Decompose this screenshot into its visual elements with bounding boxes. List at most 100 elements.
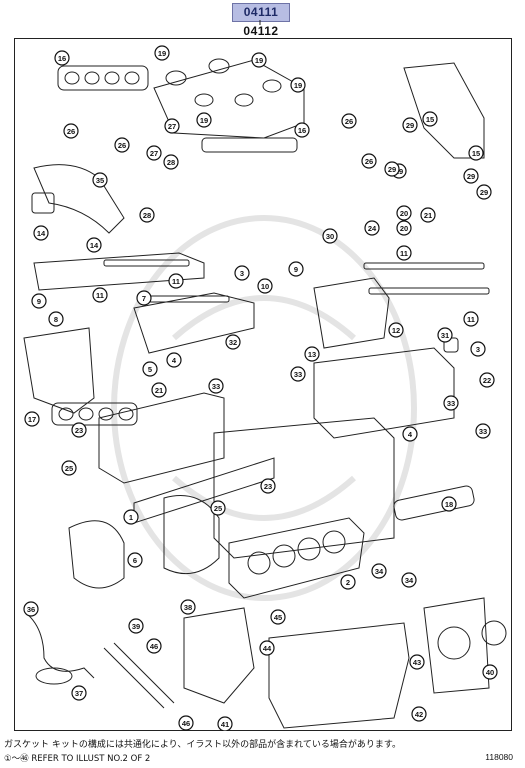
callout-circle: [146, 638, 162, 654]
callout-label: 31: [441, 331, 449, 340]
callout-circle: [476, 184, 492, 200]
part-number-badge: 04111: [232, 3, 290, 22]
callout-14: 14: [86, 237, 102, 253]
callout-circle: [61, 460, 77, 476]
callout-circle: [260, 478, 276, 494]
callout-label: 29: [480, 188, 488, 197]
callout-43: 43: [409, 654, 425, 670]
callout-label: 2: [346, 578, 350, 587]
callout-9: 9: [31, 293, 47, 309]
callout-label: 9: [294, 265, 298, 274]
callout-28: 28: [139, 207, 155, 223]
callout-circle: [251, 52, 267, 68]
callout-circle: [361, 153, 377, 169]
callout-circle: [463, 311, 479, 327]
callout-label: 29: [406, 121, 414, 130]
cylinder-head-left: [98, 392, 275, 524]
callout-circle: [479, 372, 495, 388]
callout-15: 15: [468, 145, 484, 161]
cam-cover-middle: [133, 277, 390, 354]
callout-label: 40: [486, 668, 494, 677]
callout-circle: [304, 346, 320, 362]
exhaust-gasket-left: [51, 402, 138, 426]
callout-circle: [54, 50, 70, 66]
callout-31: 31: [437, 327, 453, 343]
callout-42: 42: [411, 706, 427, 722]
callout-label: 45: [274, 613, 282, 622]
callout-label: 28: [167, 158, 175, 167]
callout-39: 39: [128, 618, 144, 634]
callout-circle: [482, 664, 498, 680]
callout-label: 16: [58, 54, 66, 63]
callout-circle: [340, 574, 356, 590]
callout-12: 12: [388, 322, 404, 338]
callout-label: 19: [294, 81, 302, 90]
callout-label: 29: [388, 165, 396, 174]
callout-34: 34: [401, 572, 417, 588]
callout-37: 37: [71, 685, 87, 701]
callout-circle: [388, 322, 404, 338]
callout-circle: [208, 378, 224, 394]
callout-19: 19: [154, 45, 170, 61]
callout-label: 3: [476, 345, 480, 354]
callout-label: 30: [326, 232, 334, 241]
callout-29: 29: [463, 168, 479, 184]
callout-36: 36: [23, 601, 39, 617]
callout-circle: [290, 77, 306, 93]
callout-label: 39: [132, 622, 140, 631]
callout-23: 23: [260, 478, 276, 494]
callout-circle: [396, 245, 412, 261]
callout-label: 29: [467, 172, 475, 181]
callout-circle: [210, 500, 226, 516]
callout-34: 34: [371, 563, 387, 579]
callout-circle: [71, 422, 87, 438]
callout-14: 14: [33, 225, 49, 241]
callout-21: 21: [420, 207, 436, 223]
callout-circle: [384, 161, 400, 177]
callout-11: 11: [396, 245, 412, 261]
callout-circle: [290, 366, 306, 382]
callout-45: 45: [270, 609, 286, 625]
callout-circle: [114, 137, 130, 153]
callout-circle: [288, 261, 304, 277]
callout-circle: [48, 311, 64, 327]
callout-label: 7: [142, 294, 146, 303]
callout-circle: [180, 599, 196, 615]
callout-33: 33: [443, 395, 459, 411]
callout-circle: [270, 609, 286, 625]
callout-16: 16: [294, 122, 310, 138]
callout-circle: [475, 423, 491, 439]
valve-cover-gasket-right: [201, 137, 298, 153]
callout-label: 20: [400, 209, 408, 218]
callout-label: 35: [96, 176, 104, 185]
callout-24: 24: [364, 220, 380, 236]
callout-label: 21: [155, 386, 163, 395]
callout-10: 10: [257, 278, 273, 294]
callout-11: 11: [463, 311, 479, 327]
callout-label: 3: [240, 269, 244, 278]
callout-circle: [92, 172, 108, 188]
callout-label: 33: [294, 370, 302, 379]
callout-circle: [468, 145, 484, 161]
callout-11: 11: [92, 287, 108, 303]
callout-label: 15: [426, 115, 434, 124]
intake-manifold-gasket: [57, 65, 149, 91]
callout-label: 25: [214, 504, 222, 513]
callout-label: 13: [308, 350, 316, 359]
callout-20: 20: [396, 205, 412, 221]
callout-27: 27: [164, 118, 180, 134]
exhaust-gasket-right: [393, 485, 475, 521]
callout-circle: [123, 509, 139, 525]
callout-label: 25: [65, 464, 73, 473]
callout-21: 21: [151, 382, 167, 398]
callout-circle: [142, 361, 158, 377]
callout-circle: [217, 716, 233, 731]
callout-circle: [396, 220, 412, 236]
callout-label: 46: [182, 719, 190, 728]
callout-1: 1: [123, 509, 139, 525]
timing-cover-front: [68, 495, 220, 589]
callout-label: 5: [148, 365, 152, 374]
callout-13: 13: [304, 346, 320, 362]
callout-16: 16: [54, 50, 70, 66]
water-pump-cover: [183, 607, 255, 704]
